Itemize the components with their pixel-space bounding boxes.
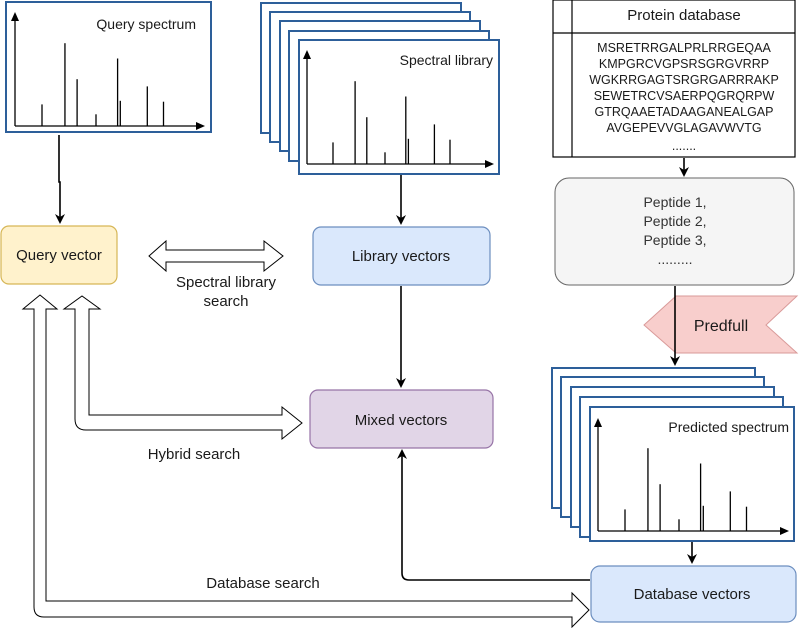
query-vector-node[interactable]: Query vector: [0, 225, 118, 285]
mixed-vectors-label: Mixed vectors: [355, 412, 448, 429]
protein-database-ellipsis: .......: [672, 139, 696, 153]
peptide-item: Peptide 2,: [643, 213, 706, 229]
protein-sequence: MSRETRRGALPRLRRGEQAA: [597, 41, 771, 55]
predicted-spectrum-title: Predicted spectrum: [668, 419, 789, 435]
peptide-ellipsis: .........: [657, 251, 692, 267]
database-vectors-box[interactable]: [590, 565, 797, 623]
library-vectors-node[interactable]: Library vectors: [312, 226, 491, 286]
y-axis-arrowhead: [11, 12, 19, 21]
library-card-front: [298, 39, 500, 175]
library-vectors-label: Library vectors: [352, 248, 450, 265]
peptide-item: Peptide 3,: [643, 232, 706, 248]
protein-database-frame: [552, 0, 796, 158]
protein-sequence: AVGEPEVVGLAGAVWVTG: [606, 121, 761, 135]
predicted-spectrum-plot: [594, 418, 789, 535]
x-axis-arrowhead: [485, 160, 494, 168]
predicted-card-front: [589, 406, 795, 542]
edge-database-vectors-to-mixed: [397, 449, 590, 581]
protein-sequence: KMPGRCVGPSRSGRGVRRP: [599, 57, 769, 71]
peptides-box: Peptide 1, Peptide 2, Peptide 3, .......…: [554, 177, 795, 286]
x-axis-arrowhead: [196, 122, 205, 130]
library-vectors-box[interactable]: [312, 226, 491, 286]
peptide-item: Peptide 1,: [643, 194, 706, 210]
protein-database: Protein database MSRETRRGALPRLRRGEQAA KM…: [552, 0, 796, 158]
query-spectrum-frame: [5, 1, 212, 133]
predfull-step: Predfull: [643, 295, 799, 354]
spectral-library-search-arrow: [148, 239, 284, 273]
database-vectors-node[interactable]: Database vectors: [590, 565, 797, 623]
x-axis-arrowhead: [780, 527, 789, 535]
database-search-arrow: [21, 294, 590, 628]
protein-sequence: SEWETRCVSAERPQGRQRPW: [594, 89, 775, 103]
spectral-library-search-label-line1: Spectral library: [176, 274, 277, 291]
library-spectrum-plot: [303, 50, 494, 168]
protein-sequence: GTRQAAETADAAGANEALGAP: [595, 105, 774, 119]
protein-sequence: WGKRRGAGTSRGRGARRRAKP: [589, 73, 779, 87]
spectral-library-title: Spectral library: [400, 52, 493, 68]
database-vectors-label: Database vectors: [634, 586, 751, 603]
protein-database-title: Protein database: [627, 7, 740, 24]
predicted-spectrum-stack: Predicted spectrum: [551, 367, 795, 542]
query-spectrum-plot: [11, 12, 205, 130]
peptides-frame: [554, 177, 795, 286]
y-axis-arrowhead: [303, 50, 311, 59]
query-vector-box[interactable]: [0, 225, 118, 285]
predfull-banner-shape: [643, 295, 799, 354]
query-spectrum-title: Query spectrum: [96, 16, 196, 32]
predfull-label: Predfull: [694, 318, 748, 335]
spectral-library-search-label-line2: search: [203, 293, 248, 310]
y-axis-arrowhead: [594, 418, 602, 427]
hybrid-search-arrow: [62, 295, 303, 441]
edge-query-spectrum-to-query-vector: [55, 135, 65, 224]
spectral-library-stack: Spectral library: [260, 2, 500, 175]
query-vector-label: Query vector: [16, 247, 102, 264]
database-search-label: Database search: [206, 575, 319, 592]
mixed-vectors-node[interactable]: Mixed vectors: [309, 389, 494, 449]
mixed-vectors-box[interactable]: [309, 389, 494, 449]
hybrid-search-label: Hybrid search: [148, 446, 241, 463]
query-spectrum-card: Query spectrum: [5, 1, 212, 133]
